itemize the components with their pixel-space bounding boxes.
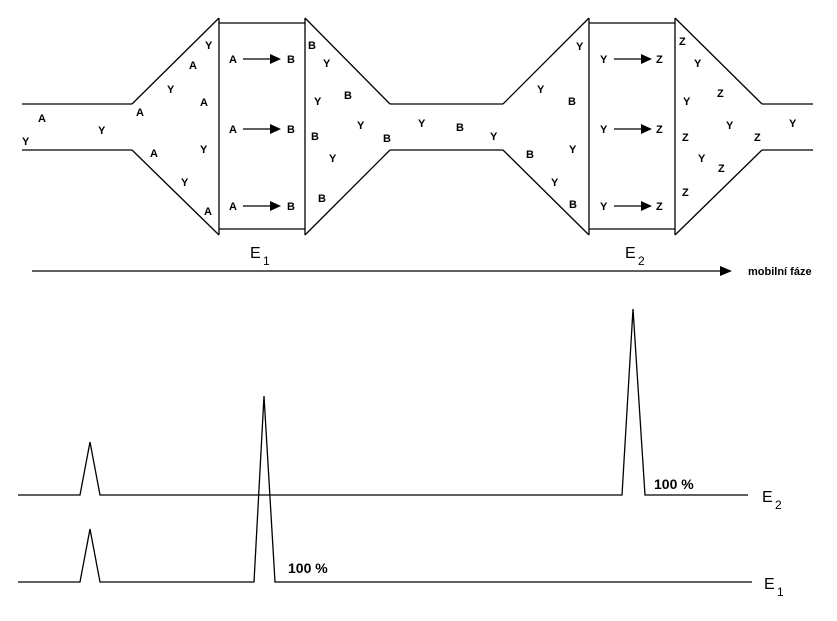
particle: Y <box>569 144 577 156</box>
product-label: B <box>287 124 295 136</box>
particle: Y <box>167 84 175 96</box>
product-label: B <box>287 54 295 66</box>
mobile-phase-label: mobilní fáze <box>748 266 812 278</box>
reactant-label: Y <box>600 201 608 213</box>
particle: Y <box>314 96 322 108</box>
particle: B <box>308 40 316 52</box>
reactant-label: Y <box>600 54 608 66</box>
particle: Z <box>682 187 689 199</box>
trace-e2-label: E <box>762 489 773 506</box>
particle: Z <box>754 132 761 144</box>
chromatogram <box>18 308 752 583</box>
product-label: Z <box>656 124 663 136</box>
particle: Y <box>726 120 734 132</box>
trace-e2 <box>18 308 748 496</box>
reactor1-reactions: A B A B A B <box>229 54 295 213</box>
reactor1-subscript: 1 <box>263 254 270 268</box>
particle: Z <box>717 88 724 100</box>
reactor2-reactions: Y Z Y Z Y Z <box>600 54 663 213</box>
particle: Y <box>181 177 189 189</box>
particle: A <box>150 148 158 160</box>
arrow-icon <box>270 54 281 64</box>
particle: A <box>200 97 208 109</box>
reactor1-label: E <box>250 245 261 262</box>
trace-e1 <box>18 395 752 583</box>
trace-e1-subscript: 1 <box>777 585 784 599</box>
reactant-label: Y <box>600 124 608 136</box>
particle: Y <box>357 120 365 132</box>
peak-e2-label: 100 % <box>654 476 694 492</box>
arrow-icon <box>641 201 652 211</box>
particle: Y <box>22 136 30 148</box>
particle: Y <box>698 153 706 165</box>
arrow-icon <box>720 266 732 276</box>
product-label: Z <box>656 201 663 213</box>
particle: Y <box>789 118 797 130</box>
particle: B <box>526 149 534 161</box>
reactant-label: A <box>229 201 237 213</box>
particle: B <box>311 131 319 143</box>
product-label: B <box>287 201 295 213</box>
reactant-label: A <box>229 54 237 66</box>
particle: Y <box>576 41 584 53</box>
particle: Y <box>329 153 337 165</box>
arrow-icon <box>270 124 281 134</box>
trace-e1-label: E <box>764 576 775 593</box>
particle: Y <box>490 131 498 143</box>
arrow-icon <box>270 201 281 211</box>
peak-e1-label: 100 % <box>288 560 328 576</box>
particle: B <box>569 199 577 211</box>
mobile-phase-arrow <box>32 266 732 276</box>
particle: B <box>568 96 576 108</box>
particle: Y <box>200 144 208 156</box>
particle: B <box>344 90 352 102</box>
trace-e2-subscript: 2 <box>775 498 782 512</box>
particle: Y <box>694 58 702 70</box>
reactor2-subscript: 2 <box>638 254 645 268</box>
particle: B <box>456 122 464 134</box>
particle: Y <box>205 40 213 52</box>
particle: Z <box>679 36 686 48</box>
particle: A <box>204 206 212 218</box>
product-label: Z <box>656 54 663 66</box>
reactor2-label: E <box>625 245 636 262</box>
particle: Y <box>537 84 545 96</box>
particle: Z <box>718 163 725 175</box>
particle: Y <box>683 96 691 108</box>
particle: Y <box>323 58 331 70</box>
particle: Y <box>418 118 426 130</box>
particle: B <box>318 193 326 205</box>
particle: A <box>189 60 197 72</box>
particle: A <box>136 107 144 119</box>
particle: Y <box>551 177 559 189</box>
particle: A <box>38 113 46 125</box>
particle: B <box>383 133 391 145</box>
particles: A Y Y Y A Y A A A Y Y A B Y Y B Y B B Y … <box>22 36 797 218</box>
arrow-icon <box>641 124 652 134</box>
arrow-icon <box>641 54 652 64</box>
reactant-label: A <box>229 124 237 136</box>
particle: Z <box>682 132 689 144</box>
particle: Y <box>98 125 106 137</box>
reactor-tube <box>22 17 813 236</box>
